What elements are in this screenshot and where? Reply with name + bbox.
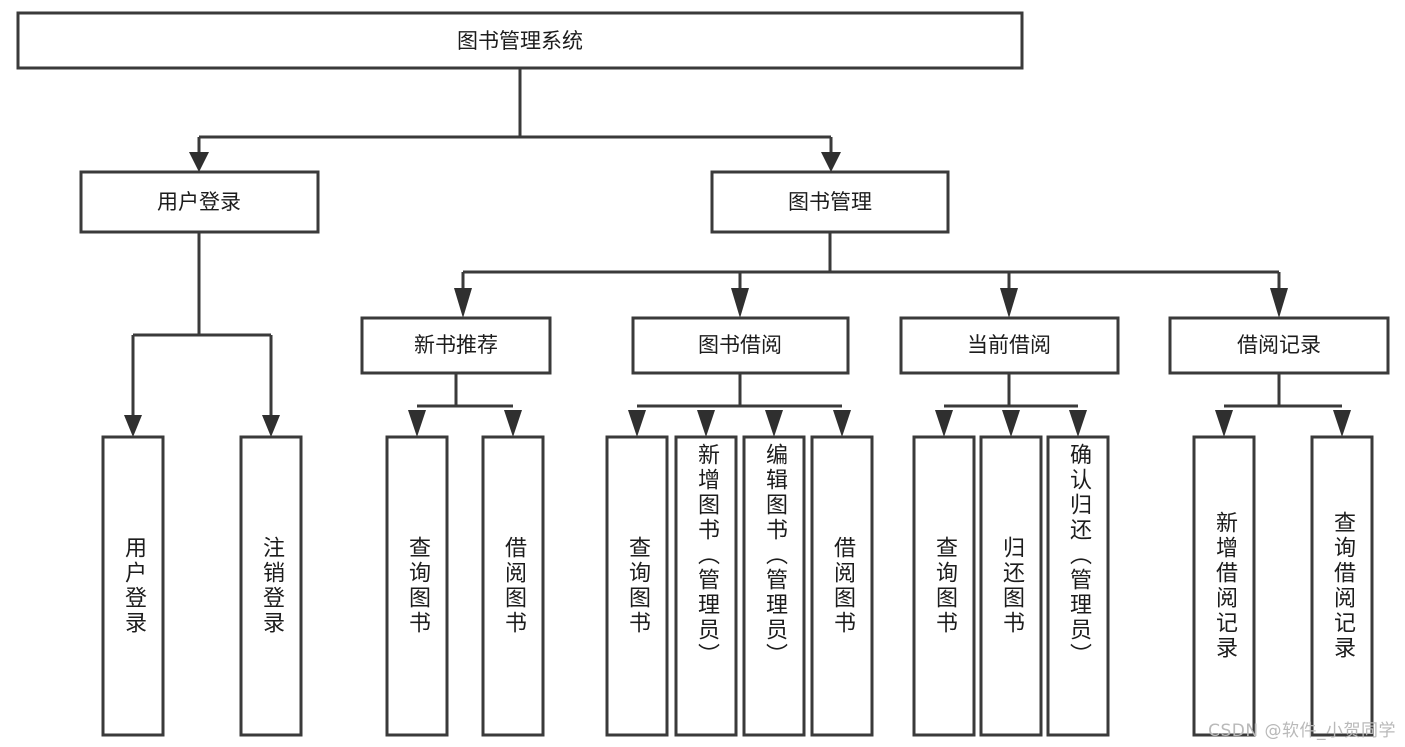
leaf-add-borrow-record-box[interactable] xyxy=(1192,435,1256,737)
arrowhead-icon xyxy=(262,415,280,437)
connector-root-to-level2 xyxy=(189,68,841,172)
node-root[interactable]: 图书管理系统 xyxy=(16,11,1024,70)
arrowhead-icon xyxy=(124,415,142,437)
node-book-borrow-label: 图书借阅 xyxy=(698,333,782,357)
leaf-query-book-current-box[interactable] xyxy=(912,435,976,737)
node-root-box[interactable] xyxy=(16,11,1024,70)
node-user-login-label: 用户登录 xyxy=(157,190,241,214)
node-new-book-recommend[interactable]: 新书推荐 xyxy=(360,316,552,375)
connector-recommend-to-leaves xyxy=(408,373,522,437)
leaf-edit-book-admin-box[interactable] xyxy=(742,435,806,737)
leaf-borrow-book-box[interactable] xyxy=(810,435,874,737)
connector-bookborrow-to-leaves xyxy=(628,373,851,437)
node-current-borrow-box[interactable] xyxy=(899,316,1120,375)
node-root-label: 图书管理系统 xyxy=(457,29,583,53)
arrowhead-icon xyxy=(1333,410,1351,437)
arrowhead-icon xyxy=(935,410,953,437)
node-book-borrow[interactable]: 图书借阅 xyxy=(631,316,850,375)
arrowhead-icon xyxy=(833,410,851,437)
watermark: CSDN @软件_小贺同学 xyxy=(1208,721,1396,741)
arrowhead-icon xyxy=(504,410,522,437)
node-current-borrow-label: 当前借阅 xyxy=(967,333,1051,357)
connector-currentborrow-to-leaves xyxy=(935,373,1087,437)
arrowhead-icon xyxy=(1270,288,1288,318)
node-user-login[interactable]: 用户登录 xyxy=(79,170,320,234)
arrowhead-icon xyxy=(1002,410,1020,437)
arrowhead-icon xyxy=(454,288,472,318)
leaf-logout-box[interactable] xyxy=(239,435,303,737)
arrowhead-icon xyxy=(189,152,209,172)
leaf-return-book-box[interactable] xyxy=(979,435,1043,737)
leaf-borrow-book-recommend-box[interactable] xyxy=(481,435,545,737)
node-book-management-label: 图书管理 xyxy=(788,190,872,214)
node-book-management-box[interactable] xyxy=(710,170,950,234)
leaf-boxes xyxy=(101,435,1374,737)
arrowhead-icon xyxy=(628,410,646,437)
node-book-management[interactable]: 图书管理 xyxy=(710,170,950,234)
node-book-borrow-box[interactable] xyxy=(631,316,850,375)
connector-userlogin-to-leaves xyxy=(124,232,280,437)
node-new-book-recommend-label: 新书推荐 xyxy=(414,333,498,357)
node-user-login-box[interactable] xyxy=(79,170,320,234)
arrowhead-icon xyxy=(1000,288,1018,318)
arrowhead-icon xyxy=(1069,410,1087,437)
connector-borrowrecord-to-leaves xyxy=(1215,373,1351,437)
leaf-query-book-borrow-box[interactable] xyxy=(605,435,669,737)
connector-bookmgmt-to-level3 xyxy=(454,232,1288,318)
leaf-confirm-return-admin-box[interactable] xyxy=(1046,435,1110,737)
node-new-book-recommend-box[interactable] xyxy=(360,316,552,375)
node-current-borrow[interactable]: 当前借阅 xyxy=(899,316,1120,375)
leaf-add-book-admin-box[interactable] xyxy=(674,435,738,737)
leaf-user-login-box[interactable] xyxy=(101,435,165,737)
node-borrow-record-box[interactable] xyxy=(1168,316,1390,375)
arrowhead-icon xyxy=(697,410,715,437)
arrowhead-icon xyxy=(821,152,841,172)
arrowhead-icon xyxy=(1215,410,1233,437)
node-borrow-record-label: 借阅记录 xyxy=(1237,333,1321,357)
leaf-query-borrow-record-box[interactable] xyxy=(1310,435,1374,737)
node-borrow-record[interactable]: 借阅记录 xyxy=(1168,316,1390,375)
leaf-query-book-recommend-box[interactable] xyxy=(385,435,449,737)
arrowhead-icon xyxy=(731,288,749,318)
arrowhead-icon xyxy=(408,410,426,437)
arrowhead-icon xyxy=(765,410,783,437)
